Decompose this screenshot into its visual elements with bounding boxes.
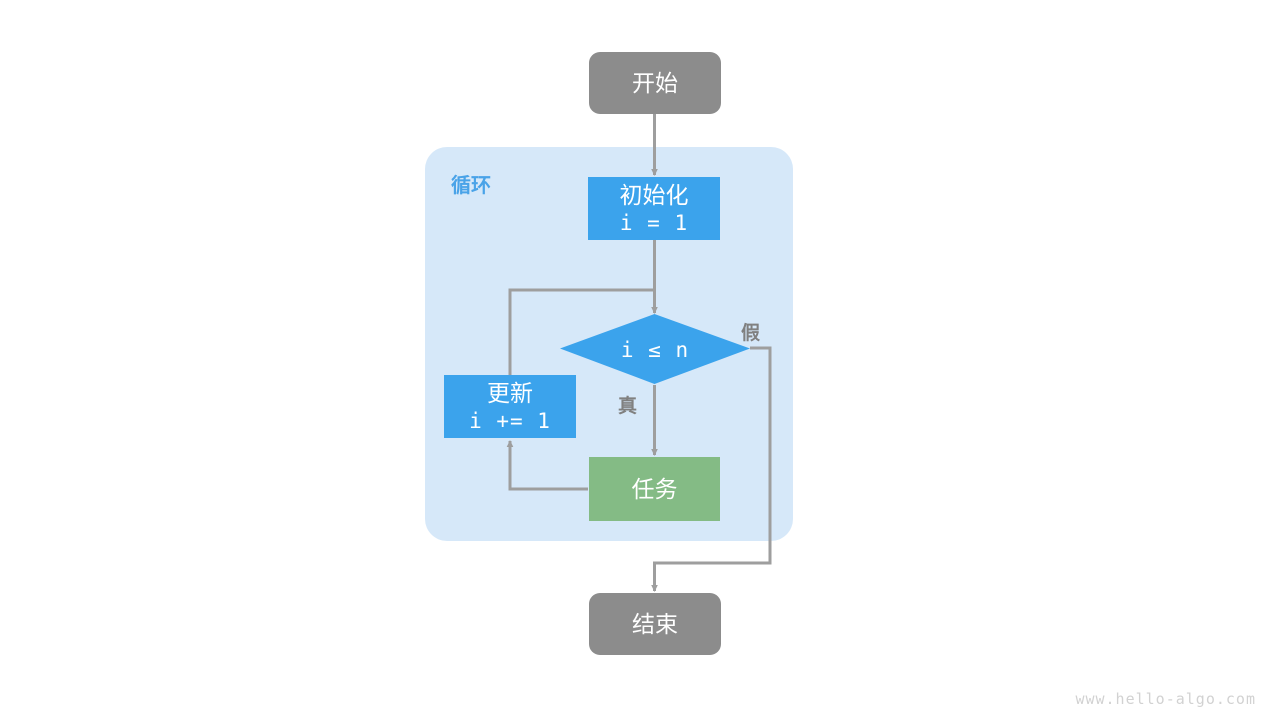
task-node[interactable] [589, 457, 720, 521]
loop-container-label: 循环 [451, 175, 491, 197]
start-node[interactable] [589, 52, 721, 114]
edge-task-to-update [506, 439, 588, 491]
condition-node[interactable] [560, 314, 750, 384]
edge-label-true: 真 [618, 396, 638, 417]
watermark: www.hello-algo.com [1075, 690, 1256, 708]
update-node[interactable] [444, 375, 576, 438]
edge-label-false: 假 [741, 323, 761, 344]
edge-update-to-condition [508, 288, 655, 375]
init-node[interactable] [588, 177, 720, 240]
edge-condition-false-to-end [651, 346, 772, 593]
end-node[interactable] [589, 593, 721, 655]
